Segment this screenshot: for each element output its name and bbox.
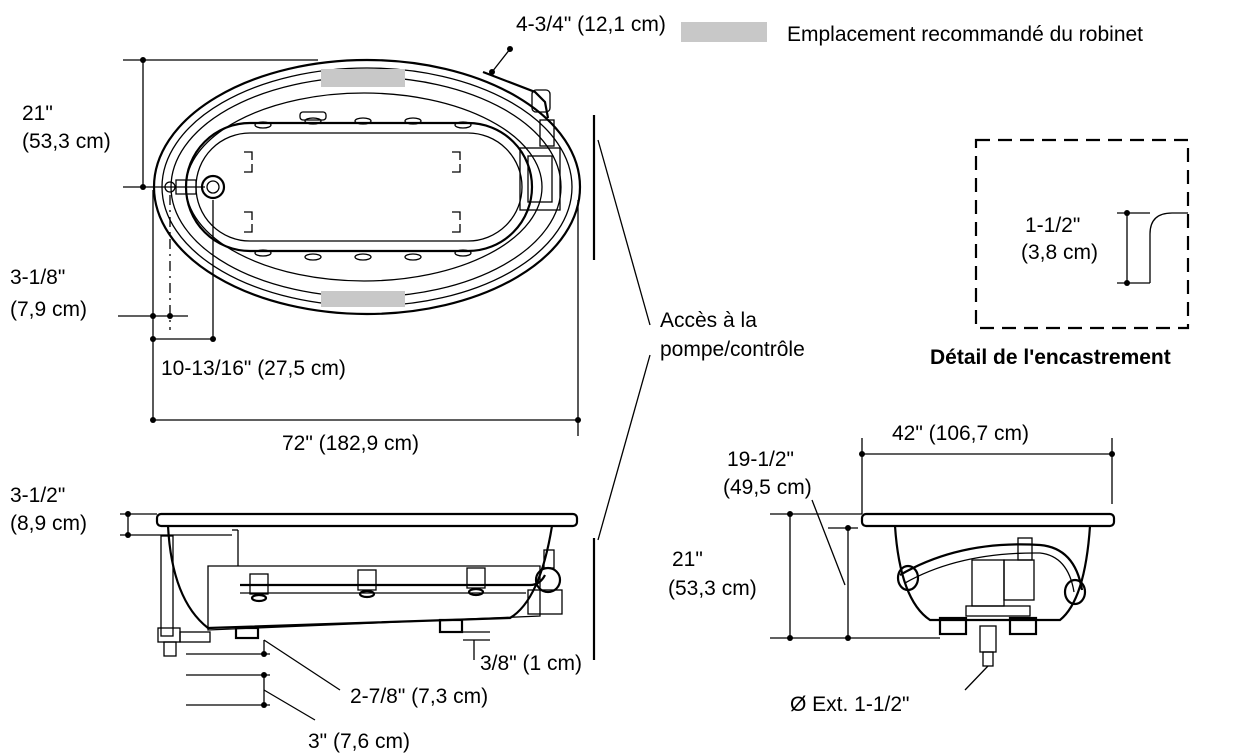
tub-rim-line-3 [170,76,562,298]
jet [304,117,322,125]
side-pump [527,549,563,615]
drain [200,174,226,200]
dim-faucet-offset: 4-3/4" (12,1 cm) [516,13,666,36]
tub-basin [184,121,534,253]
jet [304,253,322,261]
pump-top-view [482,70,561,211]
jet [354,117,372,125]
dim-drain-height: 3" (7,6 cm) [308,730,410,753]
jet [254,249,272,257]
dim-length: 72" (182,9 cm) [282,432,419,455]
end-dim-depth-in: 19-1/2" [727,448,794,471]
dim-drain-offset-cm: (7,9 cm) [10,298,87,321]
dim-drain-center: 10-13/16" (27,5 cm) [161,357,346,380]
end-tub-body [893,525,1092,622]
side-view: 3-1/2" (8,9 cm) 3/8" (1 cm) 2-7/8" (7,3 … [10,484,596,753]
side-rim [155,512,579,528]
side-drain [157,535,464,657]
recess-detail: 1-1/2" (3,8 cm) Détail de l'encastrement [930,138,1190,369]
jet [404,117,422,125]
side-pipe [240,574,546,587]
legend-text: Emplacement recommandé du robinet [787,23,1143,46]
end-dim-height-in: 21" [672,548,703,571]
dim-drain-offset-in: 3-1/8" [10,266,65,289]
tub-deck-line [185,92,543,282]
access-callout: Accès à la pompe/contrôle [597,139,805,541]
end-pump [896,537,1087,617]
top-view: 4-3/4" (12,1 cm) 21" (53,3 cm) 3-1/8" (7… [10,13,666,455]
recess-dim-cm: (3,8 cm) [1021,241,1098,264]
side-tub-body [166,525,554,630]
end-dim-depth-cm: (49,5 cm) [723,476,812,499]
jet [454,121,472,129]
side-frame [207,565,541,631]
jet [354,253,372,261]
overflow-pipe [175,179,197,195]
legend: Emplacement recommandé du robinet [681,22,1143,46]
dim-half-width-cm: (53,3 cm) [22,130,111,153]
faucet-zone-top [321,69,405,87]
side-jets [249,567,486,603]
end-rim [860,512,1116,528]
access-label-line2: pompe/contrôle [660,338,805,361]
dim-rim-in: 3-1/2" [10,484,65,507]
dim-rim-cm: (8,9 cm) [10,512,87,535]
faucet-zone-bottom [321,291,405,307]
end-dim-drain-dia: Ø Ext. 1-1/2" [790,693,910,716]
drain-inner [206,180,220,194]
support-brackets [244,151,461,233]
recess-dim-in: 1-1/2" [1025,214,1080,237]
end-pipe [899,543,1084,591]
end-dim-height-cm: (53,3 cm) [668,577,757,600]
recess-detail-frame [974,138,1190,330]
jets-top-view [254,111,472,261]
jet [254,121,272,129]
end-view: 42" (106,7 cm) 19-1/2" (49,5 cm) 21" (53… [668,422,1116,716]
tub-basin-inner [195,132,523,242]
legend-swatch [681,22,767,42]
end-dim-width: 42" (106,7 cm) [892,422,1029,445]
tub-outer-rim [152,58,582,316]
jet [454,249,472,257]
dim-foot: 3/8" (1 cm) [480,652,582,675]
access-label-line1: Accès à la [660,309,757,332]
top-suction [299,111,327,121]
dim-half-width-in: 21" [22,102,53,125]
recess-detail-title: Détail de l'encastrement [930,346,1171,369]
jet [404,253,422,261]
dim-drain-depth: 2-7/8" (7,3 cm) [350,685,488,708]
